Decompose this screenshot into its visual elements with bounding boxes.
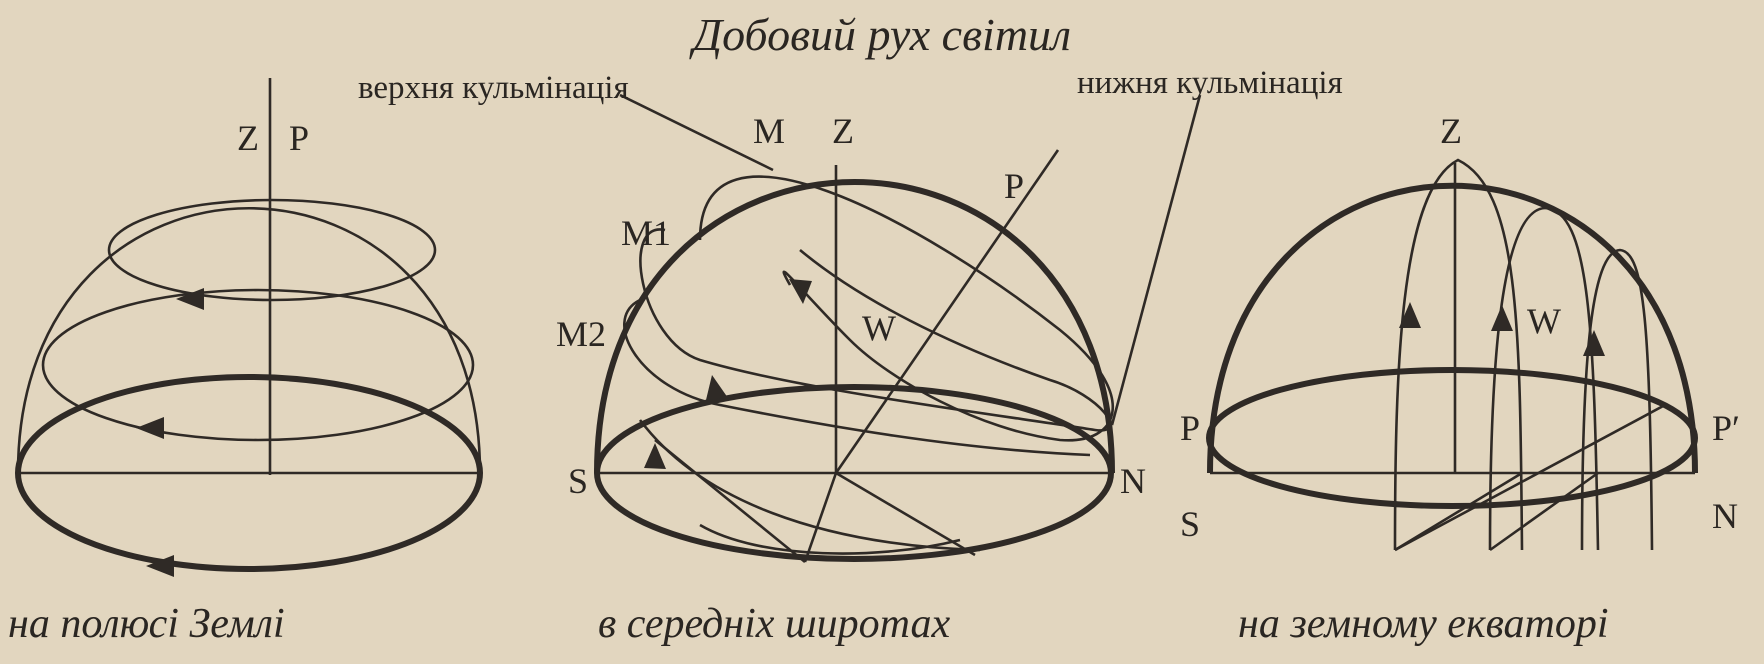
upper-culmination-label: верхня кульмінація bbox=[358, 70, 629, 106]
lower-culmination-label: нижня кульмінація bbox=[1077, 65, 1343, 101]
equator-label-w: W bbox=[1527, 301, 1561, 341]
middle-world-axis bbox=[834, 149, 1060, 474]
middle-daily-path-4 bbox=[638, 419, 981, 552]
middle-arrow-3 bbox=[644, 443, 666, 469]
middle-label-n: N bbox=[1120, 461, 1146, 501]
middle-arrow-1 bbox=[789, 279, 812, 304]
middle-daily-path-2 bbox=[639, 228, 1112, 432]
equator-diag-3 bbox=[1489, 471, 1599, 552]
middle-arrow-2 bbox=[706, 375, 728, 400]
middle-dome bbox=[594, 179, 1115, 474]
equator-label-z: Z bbox=[1440, 111, 1462, 151]
upper-culmination-leader bbox=[619, 93, 774, 172]
pole-caption: на полюсі Землі bbox=[8, 601, 285, 647]
equator-dome bbox=[1207, 182, 1698, 474]
middle-daily-path-3 bbox=[623, 298, 1091, 457]
pole-arrow-horizon bbox=[146, 555, 174, 577]
equator-star-path-2 bbox=[1488, 206, 1600, 551]
middle-label-m: M bbox=[753, 111, 786, 151]
pole-arrow-upper bbox=[176, 288, 204, 310]
equator-horizon-ellipse bbox=[1206, 367, 1698, 509]
equator-star-path-1 bbox=[1393, 158, 1524, 551]
equator-label-s: S bbox=[1180, 504, 1201, 544]
pole-daily-circle-upper bbox=[107, 198, 437, 302]
equator-label-p-left: P bbox=[1180, 408, 1201, 448]
equator-arrow-1 bbox=[1399, 302, 1421, 328]
middle-caption: в середніх широтах bbox=[598, 601, 951, 647]
middle-label-z: Z bbox=[832, 111, 854, 151]
equator-caption: на земному екваторі bbox=[1238, 601, 1609, 647]
equator-arrow-2 bbox=[1491, 305, 1513, 331]
pole-arrow-middle bbox=[136, 417, 164, 439]
lower-culmination-leader bbox=[1110, 94, 1202, 426]
diagram-title: Добовий рух світил bbox=[692, 9, 1072, 60]
equator-label-p-right: P′ bbox=[1712, 408, 1740, 448]
middle-panel bbox=[594, 93, 1202, 564]
equator-diag-2 bbox=[1394, 471, 1523, 552]
pole-daily-circle-middle bbox=[41, 288, 475, 442]
middle-label-m1: M1 bbox=[621, 213, 672, 253]
equator-label-n: N bbox=[1712, 496, 1738, 536]
pole-meridian-dome bbox=[16, 207, 482, 474]
pole-panel bbox=[15, 78, 483, 577]
middle-label-w: W bbox=[862, 308, 896, 348]
equator-star-path-3 bbox=[1580, 248, 1654, 551]
equator-diag-1 bbox=[1394, 403, 1666, 552]
middle-label-s: S bbox=[568, 461, 589, 501]
middle-label-m2: M2 bbox=[556, 314, 607, 354]
middle-label-p: P bbox=[1004, 166, 1025, 206]
pole-label-z: Z bbox=[237, 118, 259, 158]
equator-panel bbox=[1206, 158, 1698, 552]
middle-line-below-1 bbox=[803, 472, 838, 563]
pole-label-p: P bbox=[289, 118, 310, 158]
equator-arrow-3 bbox=[1583, 330, 1605, 356]
middle-daily-path-1 bbox=[698, 175, 1115, 442]
middle-daily-path-5 bbox=[699, 523, 961, 555]
